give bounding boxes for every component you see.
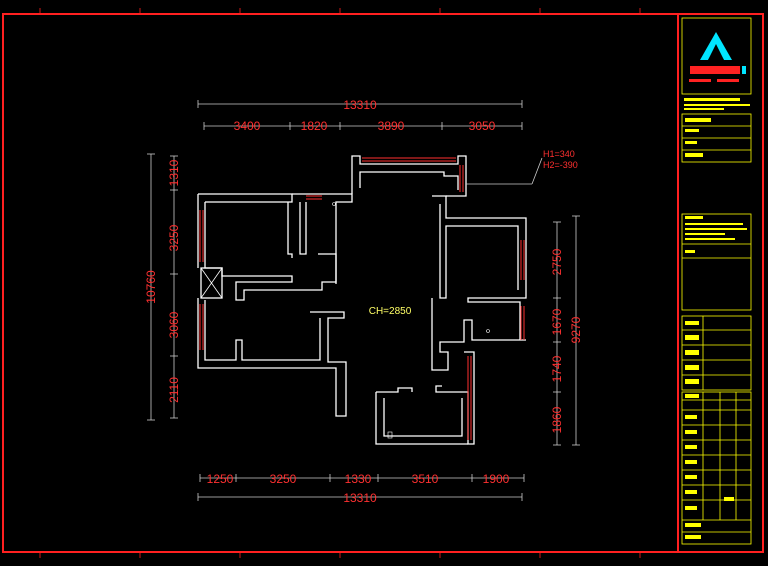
left-overall-dimension: 10760 [144, 270, 158, 304]
left-segment-4: 2110 [167, 377, 181, 403]
bottom-segment-3: 1330 [345, 472, 372, 486]
right-segment-4: 1860 [550, 406, 564, 433]
title-block [681, 17, 752, 545]
bottom-dimensions: 1250 3250 1330 3510 1900 13310 [197, 472, 525, 505]
left-dimensions: 10760 1310 3250 3060 2110 [144, 153, 181, 421]
left-segment-1: 1310 [167, 159, 181, 186]
right-segment-3: 1740 [550, 355, 564, 382]
bottom-segment-2: 3250 [270, 472, 297, 486]
bottom-overall-dimension: 13310 [343, 491, 377, 505]
left-segment-3: 3060 [167, 311, 181, 338]
bottom-segment-5: 1900 [483, 472, 510, 486]
bottom-segment-4: 3510 [412, 472, 439, 486]
top-segment-2: 1820 [301, 119, 328, 133]
top-segment-3: 3890 [378, 119, 405, 133]
ceiling-height-label: CH=2850 [369, 306, 412, 317]
triangle-logo-icon [700, 32, 732, 60]
right-segment-2: 1670 [550, 308, 564, 335]
floor-plan [197, 155, 527, 445]
window-note: H1=340 H2=-390 [466, 149, 578, 185]
window-note-h2: H2=-390 [543, 160, 578, 170]
top-segment-1: 3400 [234, 119, 261, 133]
frame-ticks [39, 8, 641, 558]
bottom-segment-1: 1250 [207, 472, 234, 486]
top-overall-dimension: 13310 [343, 98, 377, 112]
right-segment-1: 2750 [550, 248, 564, 275]
right-dimensions: 2750 1670 1740 1860 9270 [550, 215, 583, 446]
right-overall-dimension: 9270 [569, 316, 583, 343]
drawing-frame [2, 13, 764, 553]
top-segment-4: 3050 [469, 119, 496, 133]
window-note-h1: H1=340 [543, 149, 575, 159]
top-dimensions: 13310 3400 1820 3890 3050 [197, 98, 523, 133]
left-segment-2: 3250 [167, 224, 181, 251]
windows [199, 157, 525, 440]
